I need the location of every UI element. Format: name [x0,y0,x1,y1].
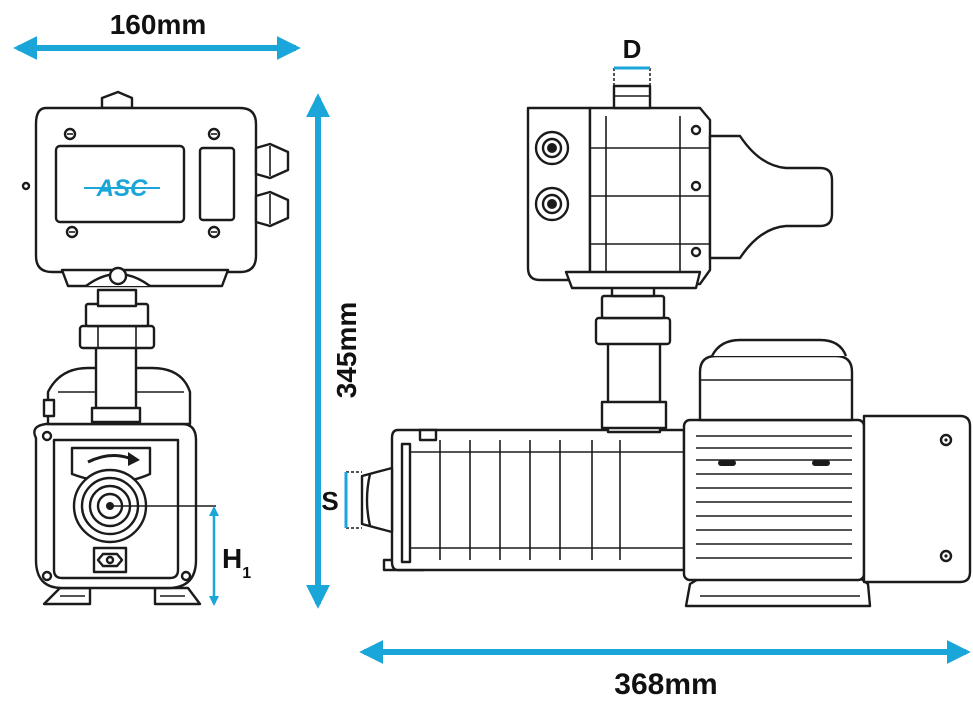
suction-bracket [344,471,362,529]
side-controller [526,84,834,290]
suction-label: S [321,486,338,516]
dimension-lines [13,36,971,664]
width-label: 160mm [110,9,207,40]
height-label: 345mm [331,302,362,399]
front-pipe-column [78,288,156,424]
h1-label: H1 [222,543,251,582]
front-base-feet [42,586,202,606]
side-pipe-column [594,268,672,434]
front-pump-housing [33,422,216,590]
front-controller-box [21,90,290,288]
side-pump-stages [360,428,686,572]
h1-label-sub: 1 [242,565,251,582]
h1-label-main: H [222,543,242,574]
side-view [360,84,972,608]
outlet-label: D [623,34,642,64]
outlet-bracket [613,66,651,86]
length-label: 368mm [614,668,717,701]
side-motor [682,338,972,584]
front-view: ASC [21,90,290,606]
